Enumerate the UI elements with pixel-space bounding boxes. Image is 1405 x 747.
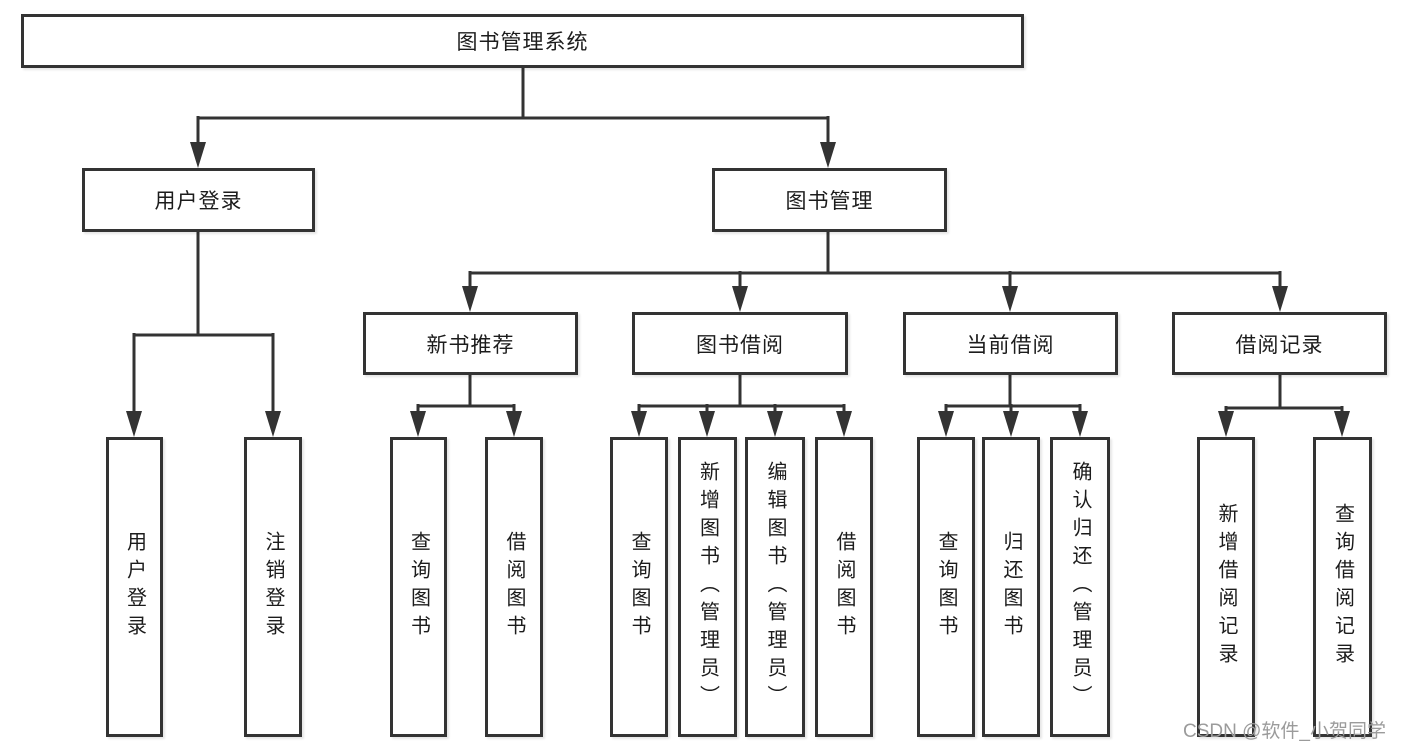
leaf-logout-label: 注销登录: [262, 531, 284, 643]
leaf-confirm-return-admin-label: 确认归还（管理员）: [1069, 461, 1091, 713]
leaf-query-borrow-record: 查询借阅记录: [1313, 437, 1372, 737]
node-book-borrowing-label: 图书借阅: [696, 333, 784, 357]
csdn-watermark: CSDN @软件_小贺同学: [1183, 721, 1386, 742]
leaf-query-books-borrowing-label: 查询图书: [628, 531, 650, 643]
node-borrowing-records: 借阅记录: [1172, 312, 1387, 375]
leaf-add-books-admin-label: 新增图书（管理员）: [696, 461, 719, 713]
leaf-edit-books-admin-label: 编辑图书（管理员）: [764, 461, 786, 713]
connector-currentborrow-to-leaves: [938, 375, 1088, 437]
connector-borrowrecords-to-leaves: [1218, 375, 1350, 437]
connector-userlogin-to-leaves: [126, 232, 281, 437]
leaf-borrow-books: 借阅图书: [815, 437, 873, 737]
leaf-edit-books-admin: 编辑图书（管理员）: [745, 437, 805, 737]
node-current-borrowing-label: 当前借阅: [966, 333, 1055, 357]
leaf-user-login-label: 用户登录: [123, 531, 146, 643]
node-user-login-label: 用户登录: [154, 190, 243, 213]
leaf-query-books-borrowing: 查询图书: [610, 437, 668, 737]
node-book-management-label: 图书管理: [785, 190, 874, 213]
node-book-management: 图书管理: [712, 168, 947, 232]
node-book-borrowing: 图书借阅: [632, 312, 848, 375]
node-user-login: 用户登录: [82, 168, 315, 232]
leaf-add-borrow-record: 新增借阅记录: [1197, 437, 1255, 737]
leaf-borrow-books-recommend-label: 借阅图书: [503, 531, 525, 643]
leaf-add-books-admin: 新增图书（管理员）: [678, 437, 737, 737]
node-root-label: 图书管理系统: [456, 31, 589, 54]
connector-bookborrow-to-leaves: [631, 375, 852, 437]
leaf-query-books-current: 查询图书: [917, 437, 975, 737]
leaf-query-borrow-record-label: 查询借阅记录: [1331, 503, 1354, 671]
leaf-borrow-books-recommend: 借阅图书: [485, 437, 543, 737]
node-new-book-recommendation: 新书推荐: [363, 312, 578, 375]
leaf-logout: 注销登录: [244, 437, 302, 737]
node-root: 图书管理系统: [21, 14, 1024, 68]
connector-bookmgmt-to-level3: [462, 232, 1288, 312]
node-new-book-recommendation-label: 新书推荐: [426, 333, 515, 357]
leaf-return-books-label: 归还图书: [1000, 531, 1022, 643]
leaf-return-books: 归还图书: [982, 437, 1040, 737]
connector-root-to-level2: [190, 68, 836, 168]
leaf-query-books-current-label: 查询图书: [935, 531, 957, 643]
leaf-add-borrow-record-label: 新增借阅记录: [1215, 503, 1237, 671]
leaf-query-books-recommend: 查询图书: [390, 437, 447, 737]
leaf-query-books-recommend-label: 查询图书: [407, 531, 430, 643]
leaf-confirm-return-admin: 确认归还（管理员）: [1050, 437, 1110, 737]
node-current-borrowing: 当前借阅: [903, 312, 1118, 375]
leaf-borrow-books-label: 借阅图书: [833, 531, 855, 643]
node-borrowing-records-label: 借阅记录: [1235, 333, 1324, 357]
leaf-user-login: 用户登录: [106, 437, 163, 737]
connector-newbookrec-to-leaves: [410, 375, 522, 437]
